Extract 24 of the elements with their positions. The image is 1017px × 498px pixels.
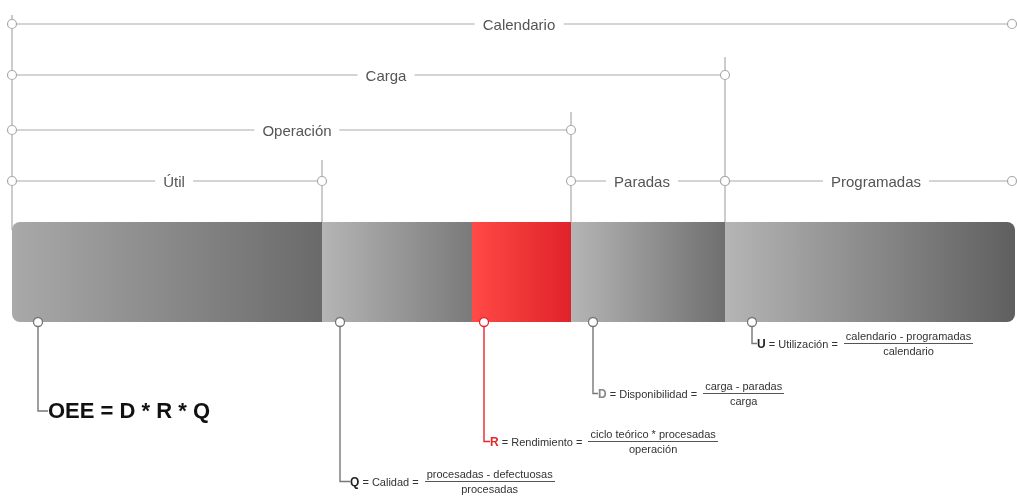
leader-line <box>334 316 351 483</box>
formula-label: R = Rendimiento = <box>490 434 583 449</box>
bar-segment <box>322 222 472 322</box>
leader-line <box>587 316 599 395</box>
denominator-text: procesadas <box>461 482 519 495</box>
bar-segment <box>571 222 725 322</box>
formula-label: Q = Calidad = <box>350 474 419 489</box>
leader-line <box>32 316 49 412</box>
numerator-text: carga - paradas <box>703 380 785 394</box>
formula-text: OEE = D * R * Q <box>48 398 210 424</box>
denominator-text: carga <box>729 394 758 407</box>
formula-label: U = Utilización = <box>757 336 838 351</box>
bar-segment <box>725 222 1015 322</box>
formula-label: D = Disponibilidad = <box>598 386 698 401</box>
denominator-text: calendario <box>883 344 934 357</box>
leader-line <box>478 316 491 443</box>
leader-line <box>746 316 758 345</box>
denominator-text: operación <box>628 442 678 455</box>
bar-segment <box>12 222 322 322</box>
bar-segment <box>472 222 571 322</box>
span-label: Útil <box>155 172 193 190</box>
numerator-text: calendario - programadas <box>843 330 974 344</box>
numerator-text: ciclo teórico * procesadas <box>588 428 718 442</box>
numerator-text: procesadas - defectuosas <box>424 468 555 482</box>
